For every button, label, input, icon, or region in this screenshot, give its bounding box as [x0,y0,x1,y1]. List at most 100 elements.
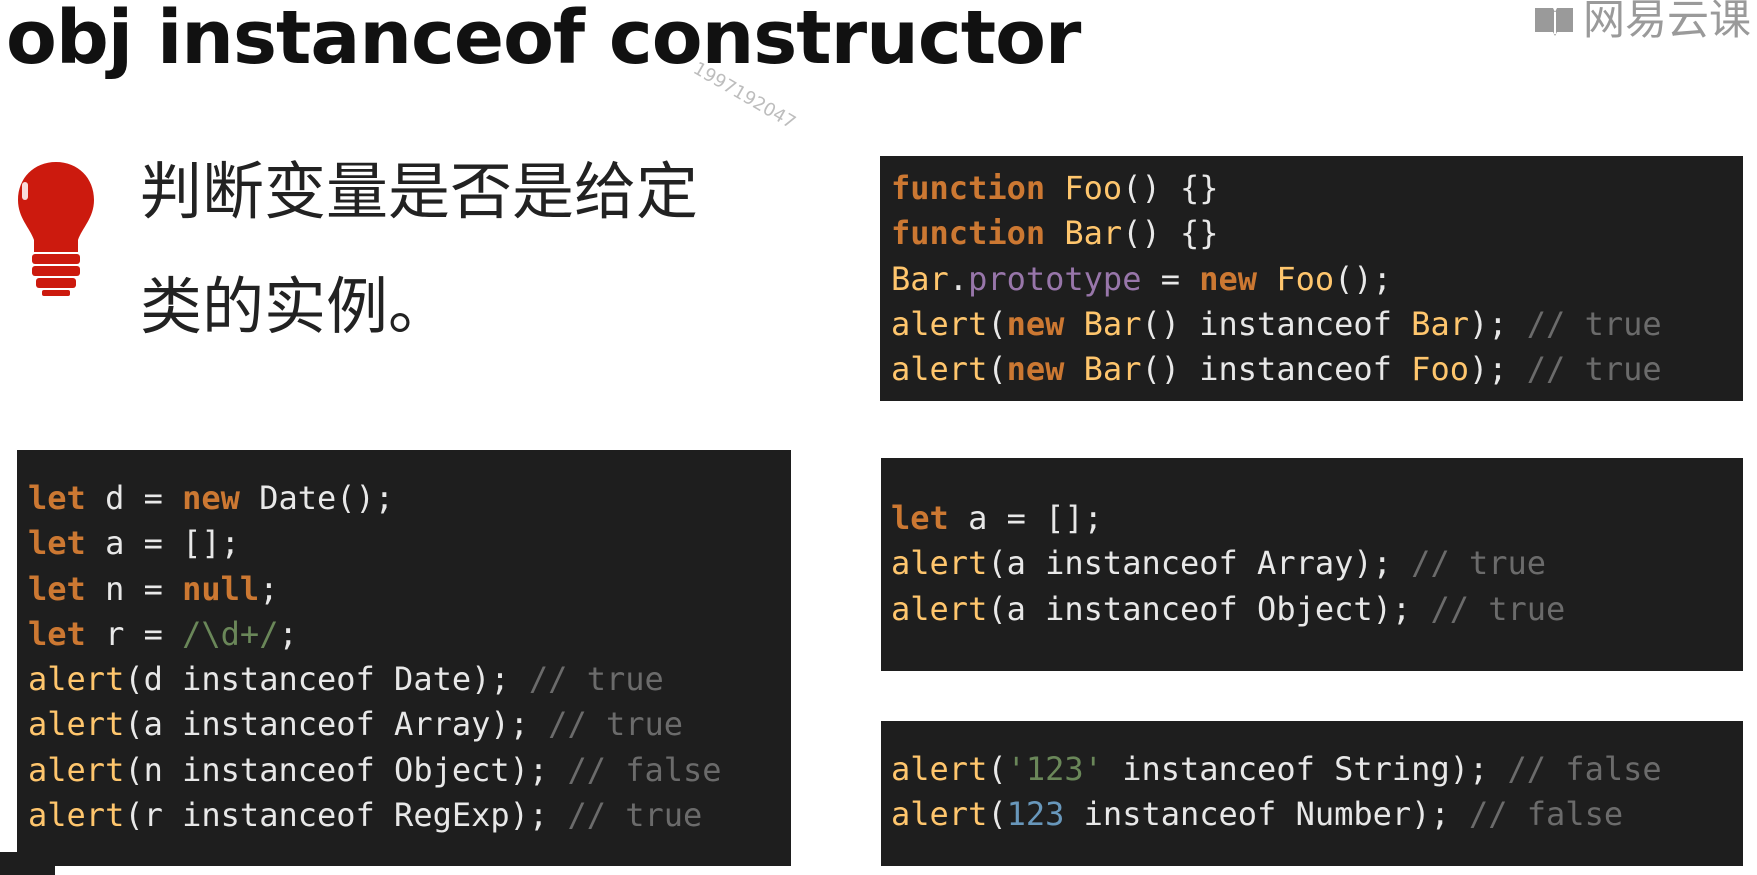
code-token: // true [528,660,664,699]
code-token: // true [1411,544,1547,583]
code-token: (a instanceof Array); [124,705,549,744]
code-token: ( [987,750,1007,788]
code-token: (d instanceof Date); [124,660,529,699]
code-token: alert [28,705,125,744]
code-line: let n = null; [28,567,791,612]
code-token: let [28,569,86,608]
brand-logo: 网易云课 [1533,0,1751,47]
code-line: Bar.prototype = new Foo(); [891,257,1743,302]
code-block-prototype: function Foo() {}function Bar() {}Bar.pr… [880,156,1743,401]
code-line: function Foo() {} [891,166,1743,211]
slide-title: obj instanceof constructor [6,0,1081,81]
code-line: alert(n instanceof Object); // false [28,748,791,793]
code-block-primitives: alert('123' instanceof String); // false… [881,721,1743,866]
code-token: a = []; [85,524,240,563]
code-token: alert [28,750,125,789]
code-token: (r instanceof RegExp); [124,796,568,835]
lightbulb-icon [16,160,96,300]
code-line: alert(new Bar() instanceof Bar); // true [891,302,1743,347]
code-line: let d = new Date(); [28,476,791,521]
code-token: // false [1507,750,1662,788]
code-token: // true [1430,589,1566,628]
code-block-array: let a = [];alert(a instanceof Array); //… [881,458,1743,671]
code-token: new [1006,304,1065,343]
code-token: (a instanceof Object); [987,589,1431,628]
code-token: ); [1468,350,1527,389]
code-token: function [891,214,1046,253]
code-token: let [28,524,86,563]
code-token: alert [28,796,125,835]
description-line-1: 判断变量是否是给定 [140,155,699,228]
code-line: alert(new Bar() instanceof Foo); // true [891,347,1743,392]
code-token: function [891,169,1046,207]
description-line-2: 类的实例。 [140,270,451,343]
code-token: prototype [968,259,1142,298]
code-line: function Bar() {} [891,211,1743,256]
code-token: /\d+/ [182,614,279,653]
code-token: () {} [1122,169,1219,207]
code-token: new [1006,350,1065,389]
code-line: alert(r instanceof RegExp); // true [28,793,791,838]
player-control-corner[interactable] [0,852,55,875]
code-token [1257,260,1276,298]
code-line: alert(123 instanceof Number); // false [891,792,1743,837]
code-block-builtin-types: let d = new Date();let a = [];let n = nu… [17,450,791,866]
code-token [1064,305,1083,343]
code-token: alert [891,350,988,389]
code-token: Bar [1083,350,1142,389]
code-token [1045,169,1064,207]
code-token: ( [987,350,1007,389]
code-token: d = [85,479,183,517]
code-token: instanceof Number); [1064,795,1469,834]
code-token: instanceof String); [1102,750,1508,788]
book-icon [1533,1,1575,36]
code-token: alert [891,304,988,343]
code-token: ( [987,304,1007,343]
code-token: alert [891,589,988,628]
description: 判断变量是否是给定 类的实例。 [140,134,740,364]
code-token: new [1199,259,1258,298]
code-token: (n instanceof Object); [124,750,568,789]
code-token [1064,350,1083,388]
code-line: alert(d instanceof Date); // true [28,657,791,702]
code-token: () instanceof [1141,350,1412,389]
code-token: Bar [1064,214,1123,253]
code-line: let a = []; [891,496,1743,541]
code-token: // false [1468,795,1624,834]
code-token: Bar [1083,304,1142,343]
code-token: ; [278,614,298,653]
code-token: . [948,259,969,298]
code-token: let [28,614,86,653]
code-token: () instanceof [1141,304,1412,343]
code-line: alert(a instanceof Object); // true [891,587,1743,632]
code-token: 123 [1006,795,1065,834]
code-token: // true [567,796,703,835]
code-token: n = [85,569,183,608]
code-token: Foo [1411,350,1469,389]
code-token: // true [548,705,684,744]
code-token: ( [987,795,1007,834]
code-token: alert [891,750,988,788]
brand-name: 网易云课 [1582,0,1751,44]
code-token [1045,214,1064,252]
code-token: () {} [1122,214,1219,253]
code-line: alert(a instanceof Array); // true [28,702,791,747]
code-token: Foo [1064,169,1123,207]
code-line: let r = /\d+/; [28,612,791,657]
code-token: r = [85,614,183,653]
code-token: (a instanceof Array); [987,544,1412,583]
code-line: alert('123' instanceof String); // false [891,747,1743,792]
code-token: // false [567,750,722,789]
code-line: alert(a instanceof Array); // true [891,541,1743,586]
code-token: alert [891,795,988,834]
code-token: let [28,479,86,517]
code-token: Bar [891,259,949,298]
code-token: alert [28,660,125,699]
code-token: '123' [1006,750,1103,788]
code-token: Bar [1411,304,1469,343]
code-token: = [1141,259,1200,298]
code-token: ; [259,569,279,608]
code-token: alert [891,544,988,583]
code-token: Date(); [239,479,395,517]
code-token: ); [1468,304,1527,343]
